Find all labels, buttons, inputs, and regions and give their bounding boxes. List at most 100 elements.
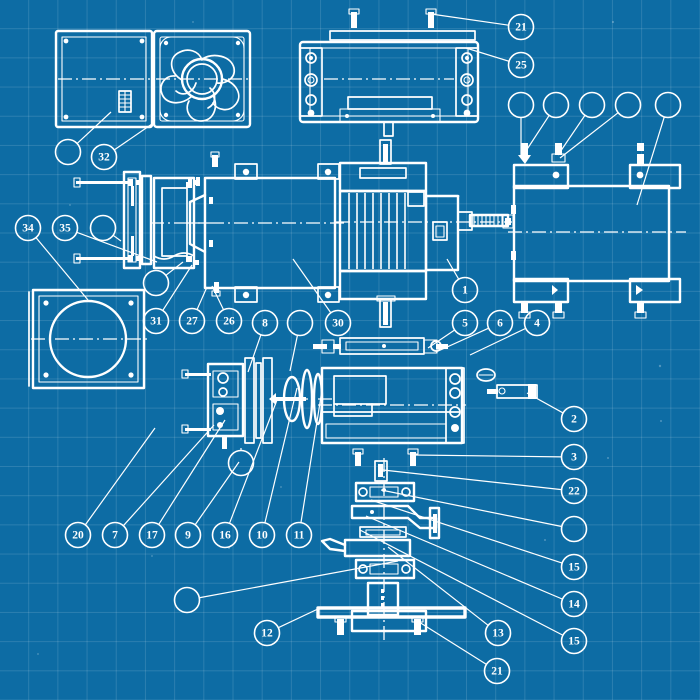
callout-circle <box>483 657 511 685</box>
callout-7[interactable]: 7 <box>101 521 129 549</box>
callout-32[interactable]: 32 <box>90 143 118 171</box>
callout-30[interactable]: 30 <box>324 309 352 337</box>
callout-blank[interactable] <box>654 91 682 119</box>
callout-blank[interactable] <box>286 309 314 337</box>
callout-21[interactable]: 21 <box>483 657 511 685</box>
callout-17[interactable]: 17 <box>138 521 166 549</box>
callout-number: 9 <box>185 530 191 542</box>
callout-number: 6 <box>497 318 503 330</box>
callout-circle <box>90 143 118 171</box>
callout-35[interactable]: 35 <box>51 214 79 242</box>
callout-number: 8 <box>262 318 268 330</box>
callout-3[interactable]: 3 <box>560 443 588 471</box>
callout-blank[interactable] <box>542 91 570 119</box>
leader-line <box>446 258 460 280</box>
callout-circle <box>64 521 92 549</box>
callout-blank[interactable] <box>173 586 201 614</box>
callout-14[interactable]: 14 <box>560 590 588 618</box>
callout-1[interactable]: 1 <box>451 276 479 304</box>
leader-line <box>292 258 332 314</box>
callout-16[interactable]: 16 <box>211 521 239 549</box>
mounting-bracket-right <box>502 143 686 319</box>
fan-blades <box>160 49 240 122</box>
callout-blank[interactable] <box>142 269 170 297</box>
motor-cooling-fins <box>348 193 406 269</box>
leader-line <box>196 286 208 310</box>
callout-6[interactable]: 6 <box>486 309 514 337</box>
leader-line <box>382 469 562 491</box>
callout-circle <box>614 91 642 119</box>
callout-2[interactable]: 2 <box>560 405 588 433</box>
callout-blank[interactable] <box>578 91 606 119</box>
callout-4[interactable]: 4 <box>523 309 551 337</box>
callout-blank[interactable] <box>54 138 82 166</box>
leader-line <box>122 424 215 527</box>
callout-circle <box>253 619 281 647</box>
leader-line <box>76 111 112 144</box>
brake-assembly-left <box>181 357 273 449</box>
leader-line <box>365 515 563 600</box>
callout-number: 21 <box>491 666 503 678</box>
leader-line <box>521 115 550 158</box>
radiator-panel-assembly <box>54 29 154 129</box>
callout-20[interactable]: 20 <box>64 521 92 549</box>
callout-circle <box>324 309 352 337</box>
callout-number: 13 <box>492 628 504 640</box>
callout-circle <box>14 214 42 242</box>
callout-blank[interactable] <box>560 515 588 543</box>
leader-line <box>84 427 156 526</box>
callout-circle <box>142 307 170 335</box>
callout-circle <box>560 443 588 471</box>
callout-13[interactable]: 13 <box>484 619 512 647</box>
leader-line <box>300 389 323 523</box>
callout-number: 15 <box>568 636 580 648</box>
callout-circle <box>211 521 239 549</box>
callout-15[interactable]: 15 <box>560 627 588 655</box>
leader-line <box>465 47 510 62</box>
rotor-disc-stack <box>269 368 336 430</box>
leader-line <box>359 529 564 636</box>
callout-number: 21 <box>515 22 527 34</box>
leader-line <box>559 112 619 159</box>
callout-blank[interactable] <box>89 214 117 242</box>
leader-line <box>557 114 586 156</box>
callout-8[interactable]: 8 <box>251 309 279 337</box>
callout-blank[interactable] <box>507 91 535 119</box>
callout-31[interactable]: 31 <box>142 307 170 335</box>
callout-number: 10 <box>256 530 268 542</box>
callout-circle <box>560 405 588 433</box>
leader-line <box>162 264 193 311</box>
callout-blank[interactable] <box>614 91 642 119</box>
callout-15[interactable]: 15 <box>560 553 588 581</box>
callout-22[interactable]: 22 <box>560 477 588 505</box>
callout-34[interactable]: 34 <box>14 214 42 242</box>
leader-line <box>211 285 225 311</box>
callout-number: 5 <box>462 318 468 330</box>
callout-9[interactable]: 9 <box>174 521 202 549</box>
leader-line <box>199 560 399 599</box>
callout-number: 35 <box>59 223 71 235</box>
callout-blank[interactable] <box>227 449 255 477</box>
callout-number: 7 <box>112 530 118 542</box>
callout-5[interactable]: 5 <box>451 309 479 337</box>
callout-number: 3 <box>571 452 577 464</box>
callout-11[interactable]: 11 <box>285 521 313 549</box>
leader-line <box>430 13 509 26</box>
callout-circle <box>560 515 588 543</box>
callout-circle <box>560 477 588 505</box>
callout-circle <box>451 309 479 337</box>
callout-25[interactable]: 25 <box>507 51 535 79</box>
callout-circle <box>578 91 606 119</box>
callout-circle <box>507 91 535 119</box>
callout-12[interactable]: 12 <box>253 619 281 647</box>
bearing-housing-cup <box>150 176 210 270</box>
callout-27[interactable]: 27 <box>178 307 206 335</box>
callout-number: 15 <box>568 562 580 574</box>
leader-line <box>158 419 226 525</box>
callout-10[interactable]: 10 <box>248 521 276 549</box>
callout-21[interactable]: 21 <box>507 13 535 41</box>
callout-number: 30 <box>332 318 344 330</box>
callout-26[interactable]: 26 <box>215 307 243 335</box>
callout-circle <box>484 619 512 647</box>
